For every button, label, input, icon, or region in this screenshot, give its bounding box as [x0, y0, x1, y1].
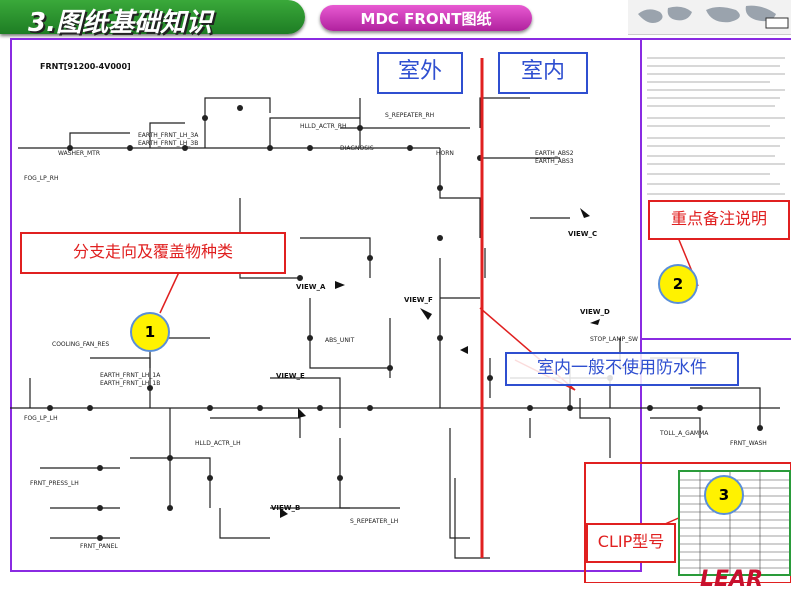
wire-label: FRNT_WASH	[730, 440, 767, 447]
world-map-icon	[638, 5, 789, 29]
wire-label: STOP_LAMP_SW	[590, 336, 638, 343]
view-label: VIEW_C	[568, 230, 598, 238]
subtitle-badge: MDC FRONT图纸	[320, 5, 532, 31]
view-label: VIEW_E	[276, 372, 305, 380]
wire-label: TOLL_A_GAMMA	[660, 430, 709, 437]
view-label: VIEW_F	[404, 296, 433, 304]
wire-label: FRNT_PANEL	[80, 543, 118, 550]
notes-frame	[640, 38, 791, 340]
note-branch-direction: 分支走向及覆盖物种类	[20, 232, 286, 274]
wire-label: EARTH_ABS3	[535, 158, 574, 165]
wiring-harness-drawing	[10, 57, 791, 583]
wire-label: DIAGNOSIS	[340, 145, 374, 152]
wire-label: EARTH_ABS2	[535, 150, 574, 157]
note-indoor-no-waterproof: 室内一般不使用防水件	[505, 352, 739, 386]
marker-3: 3	[704, 475, 744, 515]
wire-label: FOG_LP_RH	[24, 175, 59, 182]
view-label: VIEW_B	[271, 504, 301, 512]
wire-label: EARTH_FRNT_LH_1B	[100, 380, 161, 387]
title-banner: 3.图纸基础知识	[0, 0, 305, 38]
note-key-remarks: 重点备注说明	[648, 200, 790, 240]
page-title: 3.图纸基础知识	[28, 8, 212, 38]
zone-outside-label: 室外	[377, 52, 463, 94]
wire-label: ABS_UNIT	[325, 337, 355, 344]
wire-label: HLLD_ACTR_RH	[300, 123, 347, 130]
world-map-decoration	[628, 0, 791, 35]
wire-label: COOLING_FAN_RES	[52, 341, 110, 348]
note-clip-type: CLIP型号	[586, 523, 676, 563]
wire-label: HLLD_ACTR_LH	[195, 440, 241, 447]
subtitle-text: MDC FRONT图纸	[360, 10, 492, 28]
view-label: VIEW_D	[580, 308, 610, 316]
wire-label: FRNT_PRESS_LH	[30, 480, 79, 487]
zone-inside-label: 室内	[498, 52, 588, 94]
wire-label: EARTH_FRNT_LH_1A	[100, 372, 161, 379]
wire-label: S_REPEATER_RH	[385, 112, 435, 119]
view-label: VIEW_A	[296, 283, 326, 291]
wire-label: HORN	[436, 150, 454, 157]
company-logo: LEAR	[700, 567, 764, 592]
wire-label: FOG_LP_LH	[24, 415, 58, 422]
wire-label: WASHER_MTR	[58, 150, 100, 157]
wire-label: EARTH_FRNT_LH_3A	[138, 132, 199, 139]
wire-label: EARTH_FRNT_LH_3B	[138, 140, 199, 147]
wire-label: S_REPEATER_LH	[350, 518, 399, 525]
part-number: FRNT[91200-4V000]	[40, 62, 131, 71]
marker-1: 1	[130, 312, 170, 352]
marker-2: 2	[658, 264, 698, 304]
